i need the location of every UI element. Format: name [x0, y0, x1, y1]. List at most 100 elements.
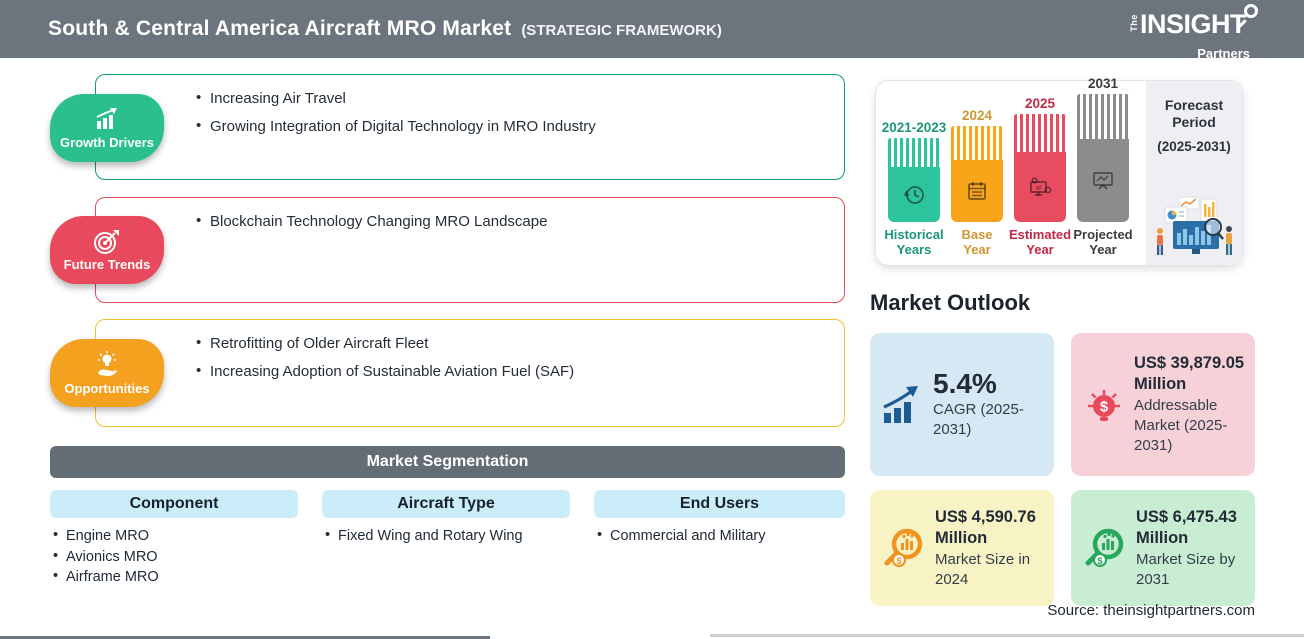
- bottom-cutoff-right: [710, 634, 1304, 637]
- page-subtitle: (STRATEGIC FRAMEWORK): [521, 22, 722, 39]
- bottom-cutoff-left: [0, 636, 490, 639]
- magnifier-chart-icon: $: [1083, 526, 1127, 570]
- page-title: South & Central America Aircraft MRO Mar…: [48, 17, 512, 40]
- list-item: Retrofitting of Older Aircraft Fleet: [196, 334, 824, 353]
- opportunities-badge: Opportunities: [50, 339, 164, 407]
- header-bar: South & Central America Aircraft MRO Mar…: [0, 0, 1304, 61]
- bar-year-label: 2031: [1087, 76, 1119, 91]
- bulb-dollar-icon: $: [1083, 382, 1125, 428]
- insight-partners-logo: The INSIGHT Partners: [1129, 4, 1258, 61]
- bar-year-label: 2024: [961, 108, 993, 123]
- presentation-screen-icon: [1093, 172, 1113, 190]
- segmentation-column-component: Component: [50, 490, 298, 518]
- market-outlook-title: Market Outlook: [870, 290, 1031, 315]
- history-clock-icon: [903, 185, 924, 204]
- badge-label: Growth Drivers: [60, 134, 154, 150]
- svg-text:ai: ai: [1036, 185, 1041, 191]
- list-item: Increasing Adoption of Sustainable Aviat…: [196, 362, 824, 381]
- stat-value: US$ 4,590.76 Million: [935, 507, 1036, 547]
- future-trends-list: Blockchain Technology Changing MRO Lands…: [96, 198, 844, 231]
- future-trends-badge: Future Trends: [50, 216, 164, 284]
- badge-label: Opportunities: [64, 380, 150, 396]
- stat-value: US$ 39,879.05 Million: [1134, 354, 1245, 393]
- addressable-market-card: $ US$ 39,879.05 Million Addressable Mark…: [1071, 333, 1255, 476]
- bar: [1077, 94, 1129, 222]
- stat-label: CAGR (2025-2031): [933, 401, 1024, 438]
- stat-text: US$ 39,879.05 Million Addressable Market…: [1134, 353, 1245, 456]
- header-titles: South & Central America Aircraft MRO Mar…: [0, 17, 722, 41]
- bar-year-label: 2021-2023: [881, 120, 947, 135]
- growth-chart-icon: [96, 107, 117, 129]
- bar: [951, 126, 1003, 222]
- bar-stripes: [1077, 94, 1129, 139]
- stat-label: Market Size in 2024: [935, 550, 1031, 588]
- growth-bars-arrow-icon: [882, 385, 924, 425]
- list-item: Increasing Air Travel: [196, 89, 824, 108]
- stat-value: 5.4%: [933, 368, 997, 399]
- opportunities-box: Retrofitting of Older Aircraft Fleet Inc…: [95, 319, 845, 427]
- svg-text:$: $: [896, 556, 901, 566]
- list-item: Avionics MRO: [53, 546, 159, 568]
- list-item: Fixed Wing and Rotary Wing: [325, 525, 523, 547]
- bar-body: ai: [1014, 152, 1066, 222]
- segmentation-column-aircraft-type: Aircraft Type: [322, 490, 570, 518]
- stat-text: US$ 4,590.76 Million Market Size in 2024: [935, 507, 1044, 590]
- cagr-card: 5.4% CAGR (2025-2031): [870, 333, 1054, 476]
- stat-text: 5.4% CAGR (2025-2031): [933, 369, 1044, 440]
- bar-body: [951, 160, 1003, 222]
- list-item: Engine MRO: [53, 525, 159, 547]
- list-item: Blockchain Technology Changing MRO Lands…: [196, 212, 824, 231]
- source-attribution: Source: theinsightpartners.com: [1047, 602, 1255, 619]
- growth-drivers-badge: Growth Drivers: [50, 94, 164, 162]
- segmentation-column-end-users: End Users: [594, 490, 845, 518]
- growth-drivers-box: Increasing Air Travel Growing Integratio…: [95, 74, 845, 180]
- list-item: Airframe MRO: [53, 566, 159, 588]
- aircraft-type-list: Fixed Wing and Rotary Wing: [325, 525, 523, 547]
- stat-label: Addressable Market (2025-2031): [1134, 397, 1228, 454]
- bar-stripes: [1014, 114, 1066, 152]
- market-size-2024-card: $ US$ 4,590.76 Million Market Size in 20…: [870, 490, 1054, 606]
- bar-body: [888, 167, 940, 222]
- bar-stripes: [951, 126, 1003, 160]
- component-list: Engine MRO Avionics MRO Airframe MRO: [53, 525, 159, 588]
- magnifier-chart-icon: $: [882, 526, 926, 570]
- bar: ai: [1014, 114, 1066, 222]
- computer-gear-icon: ai: [1030, 177, 1052, 196]
- magnifier-icon: [1244, 4, 1258, 18]
- list-item: Growing Integration of Digital Technolog…: [196, 117, 824, 136]
- stat-value: US$ 6,475.43 Million: [1136, 507, 1237, 547]
- svg-text:$: $: [1100, 398, 1109, 415]
- end-users-list: Commercial and Military: [597, 525, 766, 547]
- bar-stripes: [888, 138, 940, 168]
- calendar-icon: [968, 181, 986, 200]
- svg-text:$: $: [1097, 556, 1102, 566]
- forecast-range: (2025-2031): [1157, 139, 1231, 154]
- stat-label: Market Size by 2031: [1136, 550, 1236, 588]
- market-size-2031-card: $ US$ 6,475.43 Million Market Size by 20…: [1071, 490, 1255, 606]
- target-dart-icon: [94, 229, 119, 254]
- growth-drivers-list: Increasing Air Travel Growing Integratio…: [96, 75, 844, 136]
- future-trends-box: Blockchain Technology Changing MRO Lands…: [95, 197, 845, 303]
- list-item: Commercial and Military: [597, 525, 766, 547]
- market-segmentation-header: Market Segmentation: [50, 446, 845, 478]
- logo-partners-text: Partners: [1197, 46, 1250, 61]
- opportunities-list: Retrofitting of Older Aircraft Fleet Inc…: [96, 320, 844, 381]
- bar-year-label: 2025: [1024, 96, 1056, 111]
- bar-body: [1077, 139, 1129, 222]
- logo-the-text: The: [1128, 14, 1139, 32]
- badge-label: Future Trends: [63, 256, 151, 272]
- bar: [888, 138, 940, 222]
